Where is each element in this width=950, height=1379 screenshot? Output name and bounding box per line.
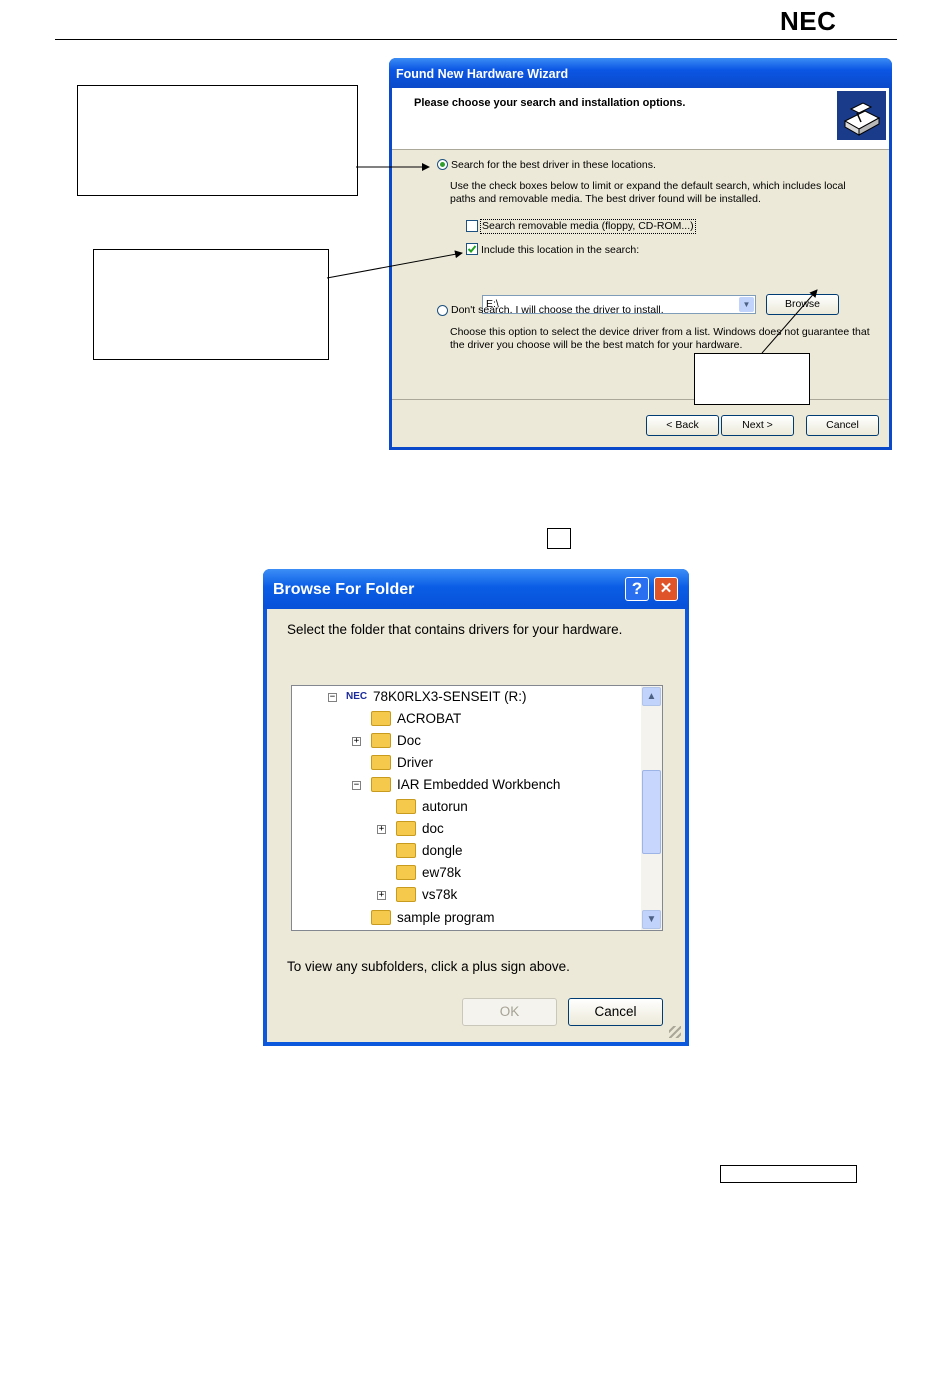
location-combo[interactable]: E:\ ▼	[482, 295, 756, 314]
callout-arrows	[326, 163, 818, 354]
arrow-to-browse-button	[761, 289, 818, 354]
folder-icon	[396, 798, 416, 814]
subfolder-hint: To view any subfolders, click a plus sig…	[287, 959, 570, 974]
arrow-to-include-checkbox	[326, 250, 463, 279]
browse-for-folder-dialog: Browse For Folder ? ✕ Select the folder …	[263, 569, 689, 1046]
chevron-down-icon[interactable]: ▼	[739, 297, 754, 312]
folder-tree[interactable]: − NEC 78K0RLX3-SENSEIT (R:) ACROBAT + Do…	[291, 685, 663, 931]
search-desc-line-1: Use the check boxes below to limit or ex…	[450, 180, 846, 192]
tree-item-label: autorun	[422, 799, 468, 814]
browse-cancel-button[interactable]: Cancel	[568, 998, 663, 1026]
search-best-driver-label[interactable]: Search for the best driver in these loca…	[451, 159, 656, 171]
dont-search-desc-line-1: Choose this option to select the device …	[450, 326, 870, 338]
wizard-separator	[392, 399, 889, 400]
browse-dialog-body: Select the folder that contains drivers …	[267, 609, 685, 1042]
location-value: E:\	[486, 298, 499, 310]
tree-item-label: vs78k	[422, 887, 458, 902]
scroll-thumb[interactable]	[642, 770, 661, 854]
include-location-checkbox[interactable]	[466, 243, 478, 255]
folder-icon	[396, 886, 416, 902]
tree-item-vs78k[interactable]: + vs78k	[377, 885, 458, 905]
tree-item-driver[interactable]: Driver	[371, 753, 433, 773]
tree-item-label: Doc	[397, 733, 422, 748]
tree-item-label: IAR Embedded Workbench	[397, 777, 561, 792]
help-button[interactable]: ?	[625, 577, 649, 601]
callout-box-include-location	[93, 249, 329, 360]
back-button[interactable]: < Back	[646, 415, 719, 436]
tree-item-label: Driver	[397, 755, 433, 770]
folder-icon	[396, 842, 416, 858]
scroll-down-icon[interactable]: ▼	[642, 910, 661, 929]
tree-item-autorun[interactable]: autorun	[396, 797, 468, 817]
folder-icon	[371, 710, 391, 726]
expand-icon[interactable]: +	[377, 890, 386, 900]
include-location-label[interactable]: Include this location in the search:	[481, 244, 640, 256]
next-button[interactable]: Next >	[721, 415, 794, 436]
folder-icon	[396, 820, 416, 836]
folder-icon	[371, 754, 391, 770]
dont-search-label[interactable]: Don't search. I will choose the driver t…	[451, 304, 664, 316]
tree-item-label: dongle	[422, 843, 463, 858]
nec-logo: NEC	[780, 6, 837, 36]
search-desc-line-2: paths and removable media. The best driv…	[450, 193, 761, 205]
wizard-title: Found New Hardware Wizard	[389, 58, 892, 88]
tree-item-label: doc	[422, 821, 444, 836]
tree-item-label: ACROBAT	[397, 711, 462, 726]
dont-search-radio[interactable]	[437, 305, 448, 316]
hardware-icon	[837, 91, 886, 140]
wizard-body: Please choose your search and installati…	[392, 88, 889, 447]
browse-instruction: Select the folder that contains drivers …	[287, 622, 623, 637]
search-best-driver-radio[interactable]	[437, 159, 448, 170]
expand-icon[interactable]: +	[352, 736, 361, 746]
browse-button[interactable]: Browse	[766, 294, 839, 315]
tree-item-dongle[interactable]: dongle	[396, 841, 463, 861]
wizard-heading: Please choose your search and installati…	[414, 97, 686, 109]
tree-item-label: sample program	[397, 910, 495, 925]
expand-icon[interactable]: +	[377, 824, 386, 834]
scroll-up-icon[interactable]: ▲	[642, 687, 661, 706]
browse-dialog-title: Browse For Folder	[263, 569, 689, 609]
search-removable-label[interactable]: Search removable media (floppy, CD-ROM..…	[480, 219, 696, 234]
header-rule	[55, 39, 897, 40]
tree-item-ew78k[interactable]: ew78k	[396, 863, 461, 883]
found-new-hardware-wizard: Found New Hardware Wizard Please choose …	[389, 58, 892, 450]
cancel-button[interactable]: Cancel	[806, 415, 879, 436]
folder-icon	[371, 776, 391, 792]
tree-item-iar[interactable]: − IAR Embedded Workbench	[352, 775, 561, 795]
ok-button[interactable]: OK	[462, 998, 557, 1026]
collapse-icon[interactable]: −	[328, 692, 337, 702]
page-reference-box	[720, 1165, 857, 1183]
resize-grip-icon[interactable]	[669, 1026, 681, 1038]
tree-item-acrobat[interactable]: ACROBAT	[371, 709, 461, 729]
inline-key-box	[547, 528, 571, 549]
folder-icon	[371, 909, 391, 925]
folder-icon	[396, 864, 416, 880]
wizard-header: Please choose your search and installati…	[392, 88, 889, 150]
tree-item-doc-sub[interactable]: + doc	[377, 819, 444, 839]
tree-item-label: ew78k	[422, 865, 462, 880]
collapse-icon[interactable]: −	[352, 780, 361, 790]
tree-item-sample-program[interactable]: sample program	[371, 908, 495, 928]
tree-scrollbar[interactable]: ▲ ▼	[641, 686, 662, 930]
callout-box-browse	[694, 353, 810, 405]
callout-box-search	[77, 85, 358, 196]
tree-root-label: 78K0RLX3-SENSEIT (R:)	[373, 689, 527, 704]
close-button[interactable]: ✕	[654, 577, 678, 601]
nec-drive-icon: NEC	[346, 691, 368, 702]
folder-icon	[371, 732, 391, 748]
dont-search-desc-line-2: the driver you choose will be the best m…	[450, 339, 743, 351]
tree-item-doc[interactable]: + Doc	[352, 731, 422, 751]
search-removable-checkbox[interactable]	[466, 220, 478, 232]
